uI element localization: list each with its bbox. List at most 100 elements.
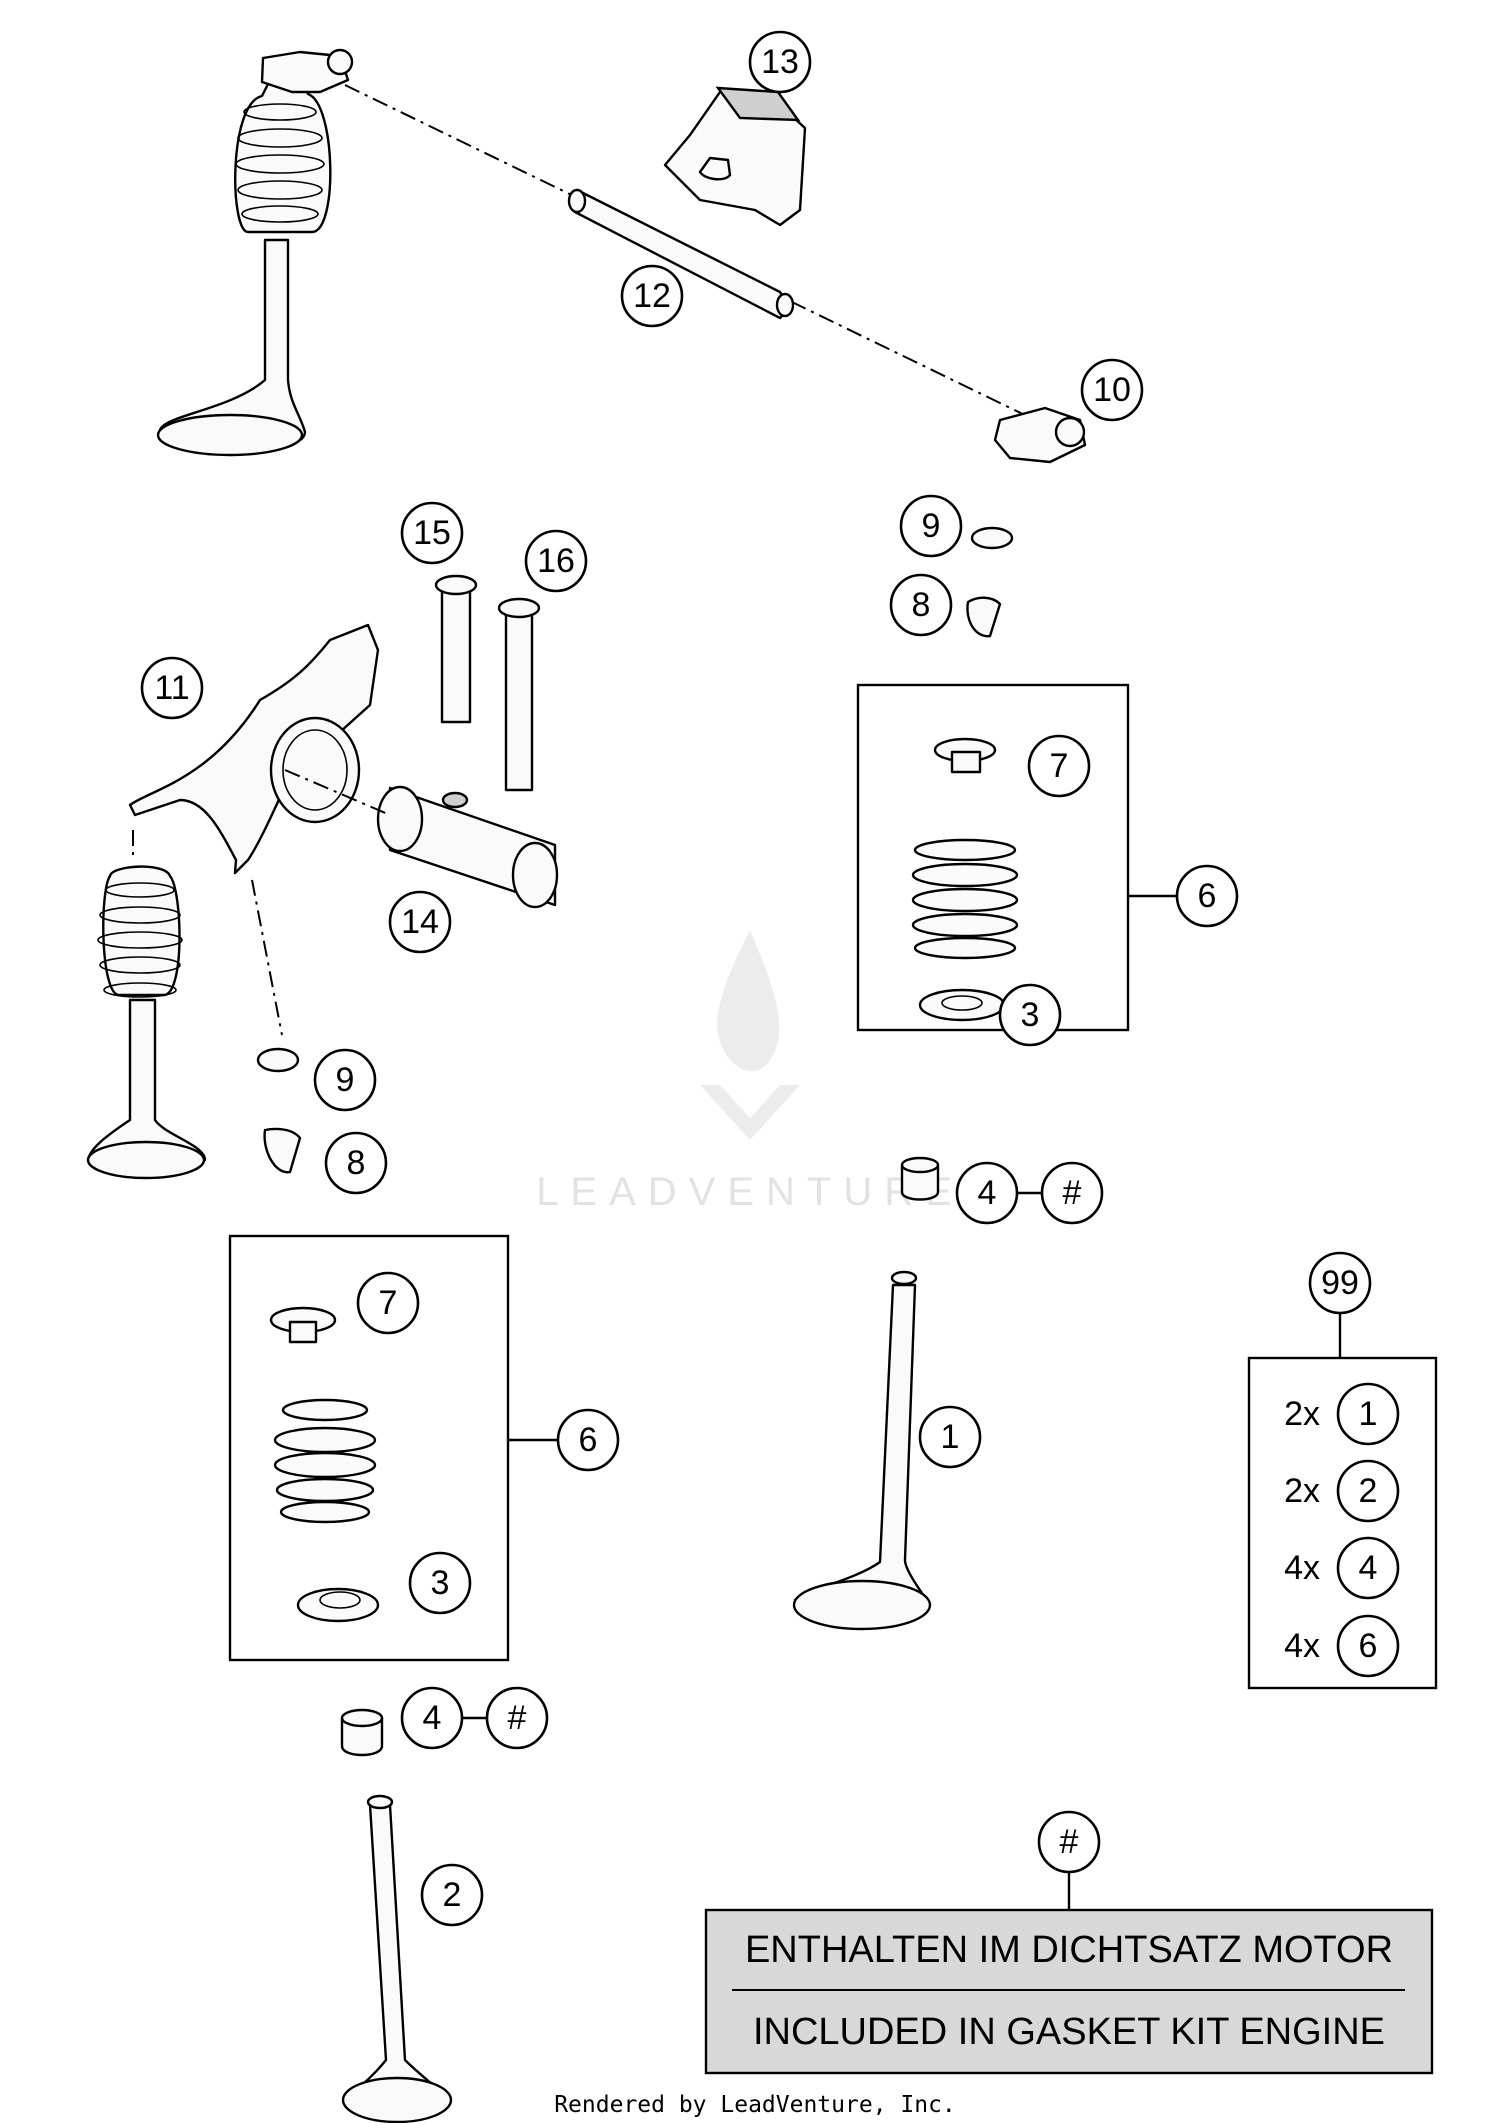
kit-qty: 2x (1284, 1472, 1320, 1510)
callout-circle (1027, 734, 1091, 798)
callout-label: 4 (978, 1174, 997, 1212)
part-callout-7[interactable]: 7 (1027, 734, 1091, 798)
svg-text:2: 2 (1359, 1472, 1378, 1510)
callout-circle (420, 1863, 484, 1927)
watermark-v-icon (700, 1085, 800, 1140)
callout-label: 7 (379, 1284, 398, 1322)
gasket-kit-marker[interactable]: # (485, 1686, 549, 1750)
callout-circle (1175, 864, 1239, 928)
part-callout-3[interactable]: 3 (998, 983, 1062, 1047)
callout-label: 7 (1050, 747, 1069, 785)
callout-label: 6 (579, 1421, 598, 1459)
callout-label: 1 (941, 1418, 960, 1456)
callout-label: # (508, 1699, 527, 1737)
part-callout-8[interactable]: 8 (324, 1131, 388, 1195)
rocker-shaft-assembly (156, 48, 1087, 464)
svg-text:6: 6 (1359, 1627, 1378, 1665)
watermark-flame-icon (717, 930, 780, 1072)
part-callout-10[interactable]: 10 (1080, 358, 1144, 422)
callout-label: 8 (912, 586, 931, 624)
callout-label: 12 (633, 277, 671, 315)
callout-label: 6 (1198, 877, 1217, 915)
callout-label: 15 (413, 514, 451, 552)
part-callout-9[interactable]: 9 (899, 494, 963, 558)
part-callout-16[interactable]: 16 (524, 529, 588, 593)
kit-row: 2x 1 (1284, 1382, 1400, 1446)
callout-label: 3 (1021, 996, 1040, 1034)
kit-part-callout[interactable]: 4 (1336, 1536, 1400, 1600)
note-line-english: INCLUDED IN GASKET KIT ENGINE (753, 2011, 1385, 2053)
kit-qty: 2x (1284, 1395, 1320, 1433)
valve-spring-set-left (228, 1234, 560, 1662)
callout-label: # (1060, 1823, 1079, 1861)
kit-row: 4x 4 (1284, 1536, 1400, 1600)
callout-circle (1040, 1161, 1104, 1225)
kit-qty: 4x (1284, 1627, 1320, 1665)
callout-label: 11 (154, 669, 189, 707)
gasket-kit-note: ENTHALTEN IM DICHTSATZ MOTOR INCLUDED IN… (704, 1872, 1434, 2075)
callout-circle (620, 264, 684, 328)
callout-circle (524, 529, 588, 593)
svg-text:1: 1 (1359, 1395, 1378, 1433)
part-callout-14[interactable]: 14 (388, 890, 452, 954)
gasket-kit-marker[interactable]: # (1040, 1161, 1104, 1225)
callout-label: 99 (1321, 1264, 1359, 1302)
callout-connectors (462, 1191, 1042, 1720)
part-callout-99[interactable]: 99 (1308, 1251, 1372, 1315)
callout-label: 3 (431, 1564, 450, 1602)
part-callout-12[interactable]: 12 (620, 264, 684, 328)
part-callout-4[interactable]: 4 (955, 1161, 1019, 1225)
callout-circle (899, 494, 963, 558)
callout-circle (400, 501, 464, 565)
callout-circle (955, 1161, 1019, 1225)
part-callout-15[interactable]: 15 (400, 501, 464, 565)
callout-circle (408, 1551, 472, 1615)
footer-credit: Rendered by LeadVenture, Inc. (554, 2092, 956, 2118)
gasket-kit-marker[interactable]: # (1037, 1810, 1101, 1874)
callout-circle (485, 1686, 549, 1750)
kit-qty: 4x (1284, 1549, 1320, 1587)
note-line-german: ENTHALTEN IM DICHTSATZ MOTOR (745, 1929, 1393, 1971)
callout-label: 9 (922, 507, 941, 545)
callout-label: 2 (443, 1876, 462, 1914)
callout-circle (1080, 358, 1144, 422)
part-callout-7[interactable]: 7 (356, 1271, 420, 1335)
part-callout-1[interactable]: 1 (918, 1405, 982, 1469)
kit-part-callout[interactable]: 2 (1336, 1459, 1400, 1523)
callout-circle (356, 1271, 420, 1335)
callout-circle (998, 983, 1062, 1047)
part-callout-8[interactable]: 8 (889, 573, 953, 637)
callout-label: # (1063, 1174, 1082, 1212)
callout-label: 10 (1093, 371, 1131, 409)
callout-label: 14 (401, 903, 439, 941)
part-callout-3[interactable]: 3 (408, 1551, 472, 1615)
part-callout-6[interactable]: 6 (1175, 864, 1239, 928)
valve-spring-set-right (856, 683, 1177, 1032)
kit-row: 4x 6 (1284, 1614, 1400, 1678)
kit-99-box: 2x 1 2x 2 4x 4 4x 6 (1247, 1313, 1438, 1690)
callout-circle (918, 1405, 982, 1469)
part-callout-4[interactable]: 4 (400, 1686, 464, 1750)
kit-part-callout[interactable]: 6 (1336, 1614, 1400, 1678)
callout-label: 9 (336, 1061, 355, 1099)
part-callout-2[interactable]: 2 (420, 1863, 484, 1927)
exhaust-valve (792, 1270, 932, 1631)
callout-circle (1037, 1810, 1101, 1874)
part-callout-6[interactable]: 6 (556, 1408, 620, 1472)
watermark: LEADVENTURE (536, 930, 952, 1214)
callout-circle (140, 656, 204, 720)
callout-circle (1308, 1251, 1372, 1315)
callout-label: 13 (761, 43, 799, 81)
callout-circle (400, 1686, 464, 1750)
part-callout-9[interactable]: 9 (313, 1048, 377, 1112)
callout-circle (324, 1131, 388, 1195)
callout-circle (556, 1408, 620, 1472)
svg-text:4: 4 (1359, 1549, 1378, 1587)
part-callout-13[interactable]: 13 (748, 30, 812, 94)
callout-circle (889, 573, 953, 637)
kit-part-callout[interactable]: 1 (1336, 1382, 1400, 1446)
part-callout-11[interactable]: 11 (140, 656, 204, 720)
valve-stem-seals (340, 1156, 940, 1757)
